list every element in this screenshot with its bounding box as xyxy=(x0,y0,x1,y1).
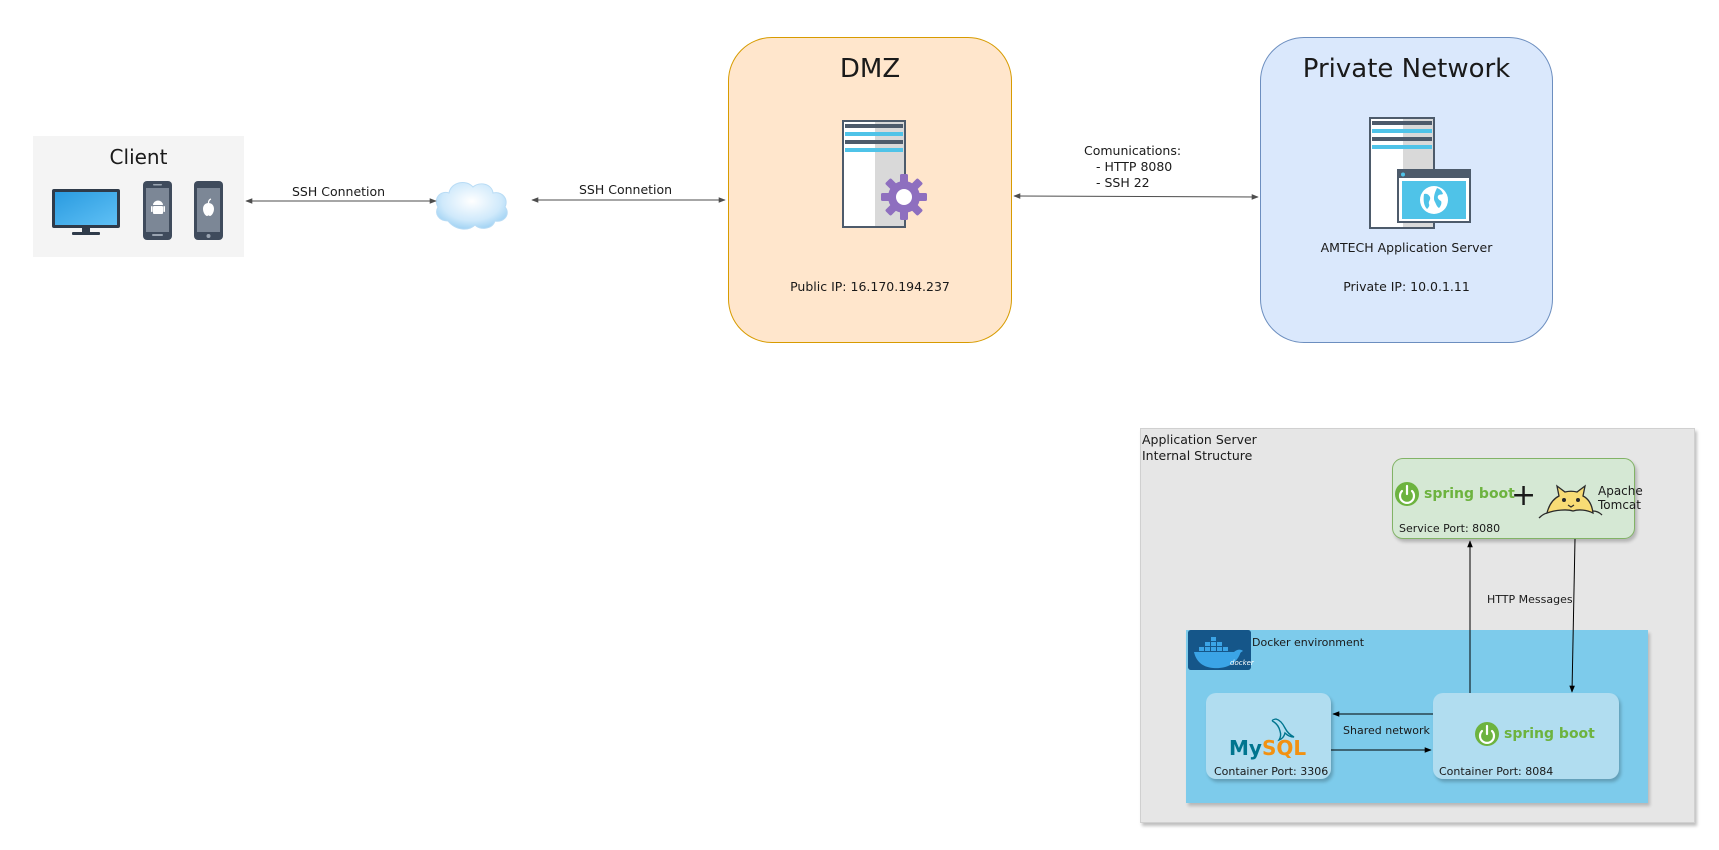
shared-network-label: Shared network xyxy=(1343,724,1430,737)
communications-item-http: - HTTP 8080 xyxy=(1096,159,1173,174)
mysql-dolphin-icon xyxy=(1271,718,1295,742)
docker-logo-text: docker xyxy=(1230,659,1254,667)
internet-cloud-icon xyxy=(435,181,508,230)
application-server-label: AMTECH Application Server xyxy=(1320,240,1493,255)
dmz-server-icon xyxy=(842,120,927,228)
tomcat-logo-icon xyxy=(1538,484,1603,519)
app-server-title-line-2: Internal Structure xyxy=(1142,448,1253,463)
service-port-label: Service Port: 8080 xyxy=(1399,522,1501,535)
tomcat-logo-text: Apache Tomcat xyxy=(1598,484,1643,512)
dmz-public-ip: Public IP: 16.170.194.237 xyxy=(790,279,950,294)
plus-sign: + xyxy=(1511,478,1537,513)
private-ip: Private IP: 10.0.1.11 xyxy=(1343,279,1470,294)
spring-tomcat-service-box xyxy=(1392,458,1635,539)
private-network-title: Private Network xyxy=(1302,54,1511,84)
docker-logo-icon xyxy=(1188,630,1251,670)
spring-boot-container-box xyxy=(1433,693,1619,779)
iphone-icon xyxy=(194,181,223,240)
mysql-logo-my: My xyxy=(1229,736,1262,760)
communications-item-ssh: - SSH 22 xyxy=(1096,175,1150,190)
spring-boot-container-logo-text: spring boot xyxy=(1504,726,1595,742)
spring-boot-logo-text: spring boot xyxy=(1424,486,1515,502)
communications-title: Comunications: xyxy=(1084,143,1182,158)
client-title: Client xyxy=(109,145,168,169)
spring-boot-container-logo-icon xyxy=(1475,722,1499,746)
desktop-monitor-icon xyxy=(52,189,120,235)
web-browser-icon xyxy=(1397,169,1471,223)
gear-icon xyxy=(881,174,927,220)
ssh-connection-label-1: SSH Connetion xyxy=(292,184,386,199)
android-phone-icon xyxy=(143,181,172,240)
tomcat-line-2: Tomcat xyxy=(1598,498,1641,512)
ssh-connection-label-2: SSH Connetion xyxy=(579,182,673,197)
mysql-logo-sql: SQL xyxy=(1261,736,1307,760)
communications-label: Comunications: - HTTP 8080 - SSH 22 xyxy=(1084,143,1181,191)
application-server-icon xyxy=(1369,117,1471,229)
mysql-container-box xyxy=(1206,693,1331,779)
app-server-title-line-1: Application Server xyxy=(1142,432,1257,447)
dmz-title: DMZ xyxy=(839,54,901,84)
spring-boot-container-port: Container Port: 8084 xyxy=(1439,765,1554,778)
docker-environment-label: Docker environment xyxy=(1252,636,1365,649)
app-server-structure-title: Application Server Internal Structure xyxy=(1142,432,1257,464)
http-messages-label: HTTP Messages xyxy=(1487,593,1573,606)
mysql-logo-text: MySQL xyxy=(1229,736,1306,760)
spring-boot-logo-icon xyxy=(1395,482,1419,506)
mysql-container-port: Container Port: 3306 xyxy=(1214,765,1329,778)
tomcat-line-1: Apache xyxy=(1598,484,1643,498)
